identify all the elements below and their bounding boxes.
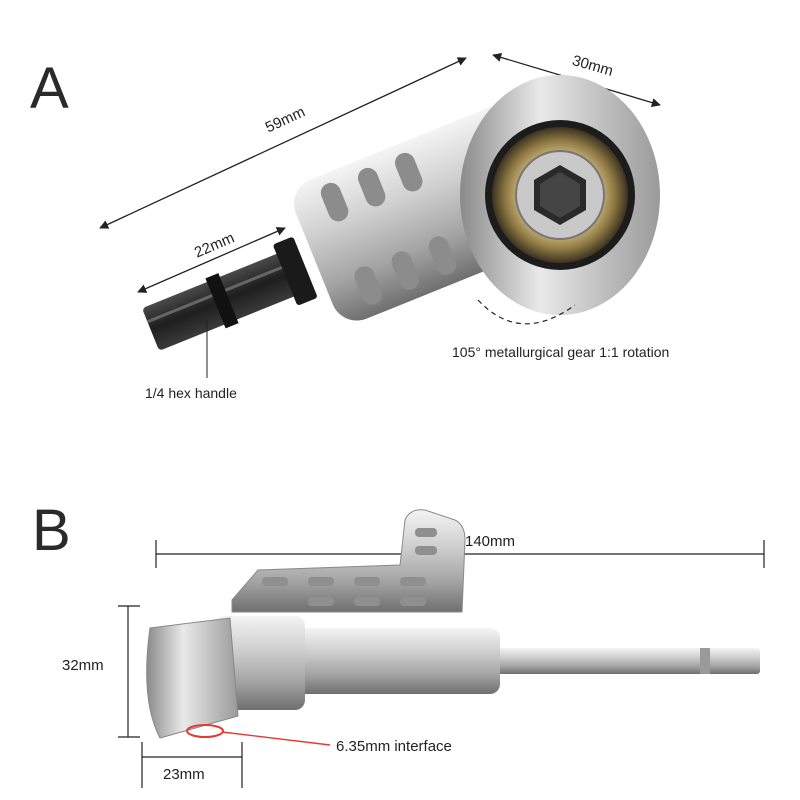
dimension-line-22mm bbox=[137, 227, 286, 293]
dim-head-width-label: 30mm bbox=[570, 52, 615, 80]
angle-adapter-photo-b bbox=[146, 509, 760, 739]
interface-marker bbox=[186, 724, 224, 738]
dim-length-label-b: 140mm bbox=[465, 533, 515, 550]
panel-b-letter: B bbox=[32, 498, 71, 563]
interface-label: 6.35mm interface bbox=[336, 738, 452, 755]
dim-head-label: 23mm bbox=[163, 766, 205, 783]
dim-height-label: 32mm bbox=[62, 657, 104, 674]
hex-handle-label: 1/4 hex handle bbox=[145, 385, 237, 401]
rotation-arc bbox=[477, 299, 576, 325]
panel-a-letter: A bbox=[30, 56, 69, 121]
angle-adapter-photo-a bbox=[143, 75, 660, 350]
interface-leader bbox=[221, 731, 331, 746]
dim-shank-label: 22mm bbox=[192, 229, 237, 261]
gear-rotation-label: 105° metallurgical gear 1:1 rotation bbox=[452, 344, 669, 360]
panel-b: B 140mm bbox=[32, 498, 765, 788]
dimension-line-59mm bbox=[99, 57, 467, 229]
dim-length-label-a: 59mm bbox=[263, 103, 308, 136]
panel-a: A 59mm 30mm 22mm bbox=[30, 52, 669, 401]
